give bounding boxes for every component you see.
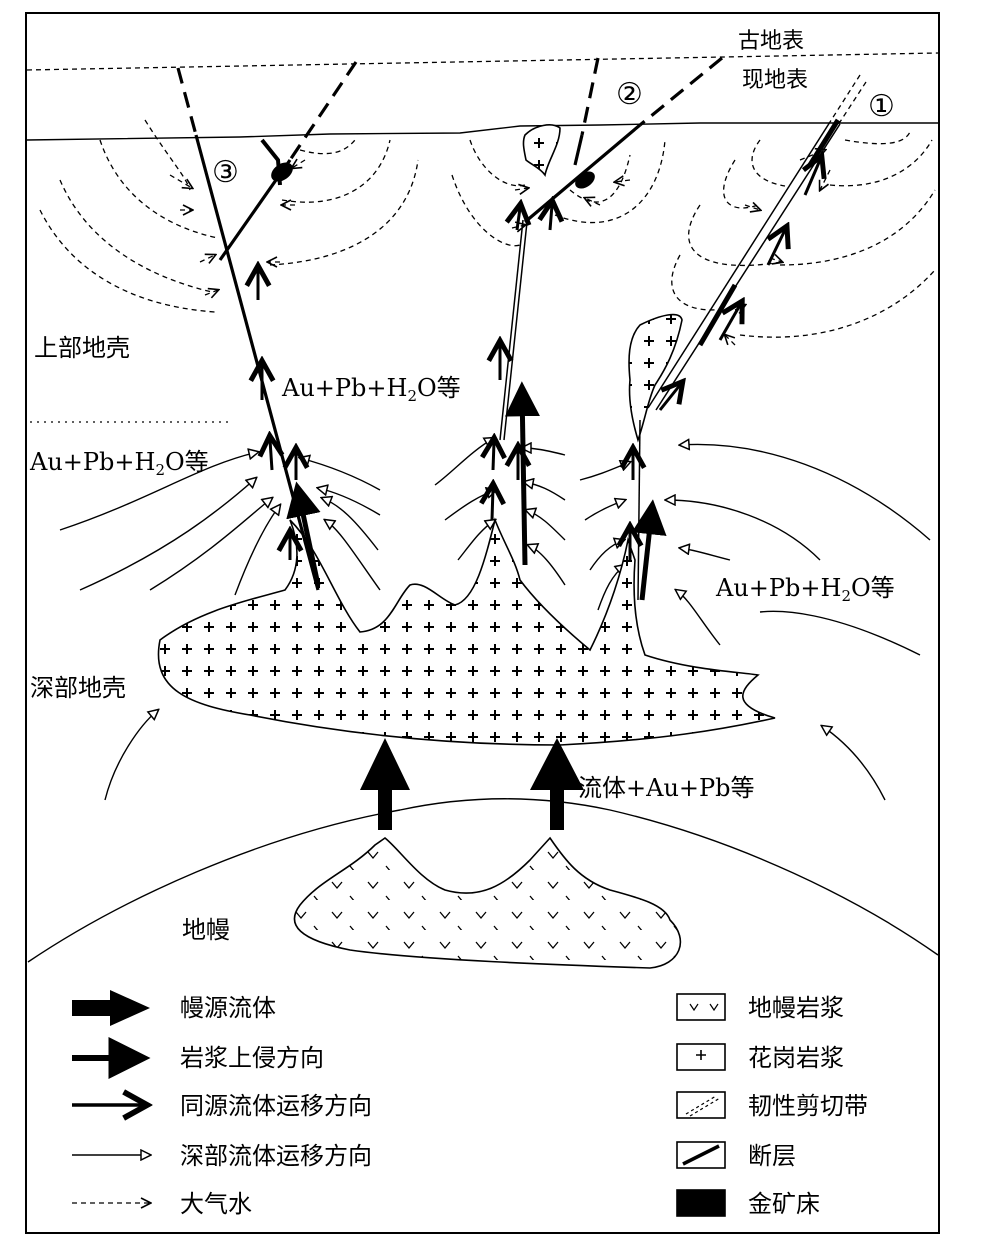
present-surface-line bbox=[26, 122, 938, 141]
legend-left: 幔源流体 岩浆上侵方向 同源流体运移方向 深部流体运移方向 大气水 bbox=[72, 990, 372, 1218]
granite-magma-body bbox=[157, 517, 776, 746]
meteoric-water-curves bbox=[39, 119, 936, 346]
magma-intrusion-arrows bbox=[286, 381, 667, 601]
legend-fault-label: 断层 bbox=[748, 1142, 796, 1170]
mantle-label: 地幔 bbox=[182, 916, 230, 944]
legend-meteoric-water-label: 大气水 bbox=[180, 1190, 252, 1218]
granite-stock-right bbox=[628, 313, 683, 443]
crust-mantle-boundary bbox=[27, 798, 939, 963]
diagram-frame bbox=[25, 12, 940, 1234]
legend-gold-deposit-label: 金矿床 bbox=[748, 1190, 820, 1218]
granite-stock-center bbox=[522, 124, 561, 177]
legend-right: 地幔岩浆 花岗岩浆 韧性剪切带 断层 金矿床 bbox=[676, 993, 868, 1218]
mantle-fluid-arrows bbox=[360, 738, 584, 830]
fault-2-label: ② bbox=[616, 77, 643, 112]
legend-ductile-shear-zone-box bbox=[676, 1091, 726, 1119]
legend-deep-fluid-label: 深部流体运移方向 bbox=[180, 1142, 372, 1170]
legend-mantle-fluid-arrow bbox=[72, 990, 150, 1026]
fault-1-label: ① bbox=[868, 89, 895, 124]
fluid-label-center: Au+Pb+H2O等 bbox=[281, 374, 461, 405]
legend-mantle-fluid-label: 幔源流体 bbox=[180, 994, 276, 1022]
legend-mantle-magma-box bbox=[676, 993, 726, 1021]
deep-crust-label: 深部地壳 bbox=[30, 674, 126, 702]
legend-ductile-shear-zone-label: 韧性剪切带 bbox=[748, 1092, 868, 1120]
ancient-surface-line bbox=[26, 52, 939, 71]
fluid-label-left: Au+Pb+H2O等 bbox=[29, 448, 209, 479]
legend-gold-deposit-box bbox=[676, 1189, 726, 1217]
legend-mantle-magma-label: 地幔岩浆 bbox=[748, 994, 844, 1022]
legend-magma-intrusion-label: 岩浆上侵方向 bbox=[180, 1044, 324, 1072]
mantle-fluid-label: 流体+Au+Pb等 bbox=[578, 774, 755, 802]
legend-granite-magma-label: 花岗岩浆 bbox=[748, 1044, 844, 1072]
fluid-label-right: Au+Pb+H2O等 bbox=[715, 574, 895, 605]
cognate-fluid-arrows bbox=[258, 160, 820, 560]
mantle-magma-body bbox=[293, 836, 682, 969]
fault-3-label: ③ bbox=[212, 155, 239, 190]
legend-cognate-fluid-label: 同源流体运移方向 bbox=[180, 1092, 372, 1120]
faults bbox=[176, 56, 867, 601]
ancient-surface-label: 古地表 bbox=[738, 29, 804, 54]
present-surface-label: 现地表 bbox=[742, 68, 808, 93]
upper-crust-label: 上部地壳 bbox=[34, 334, 130, 362]
